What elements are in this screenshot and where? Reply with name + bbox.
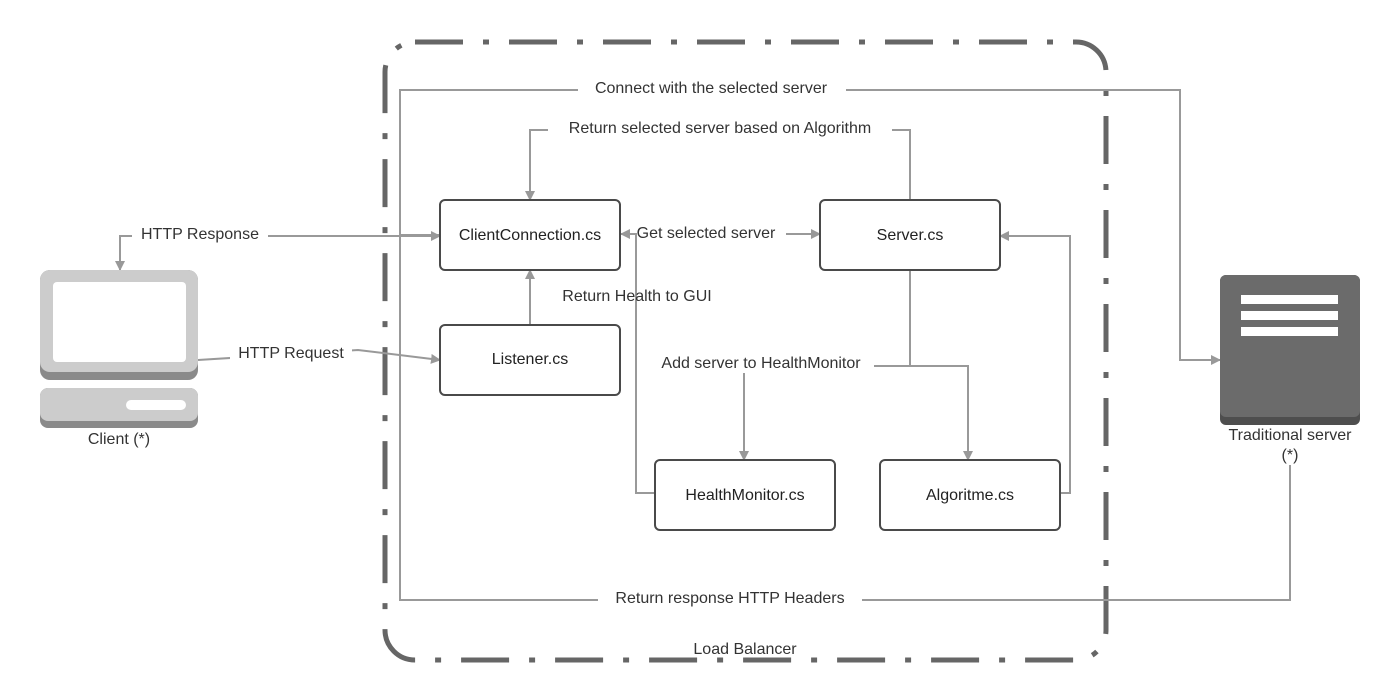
client-computer[interactable]: Client (*) <box>40 270 198 448</box>
edge-label-bg <box>230 342 352 362</box>
edge-label-http-request: HTTP Request <box>238 345 344 362</box>
node-listener[interactable]: Listener.cs <box>439 324 621 396</box>
traditional-server[interactable]: Traditional server (*) <box>1220 275 1360 464</box>
node-server[interactable]: Server.cs <box>819 199 1001 271</box>
edge-algoritme-to-server <box>999 231 1071 494</box>
node-healthmonitor[interactable]: HealthMonitor.cs <box>654 459 836 531</box>
edge-label-return-selected: Return selected server based on Algorith… <box>569 120 871 137</box>
client-label: Client (*) <box>88 431 150 448</box>
server-icon <box>1220 275 1360 425</box>
load-balancer-label: Load Balancer <box>693 641 797 658</box>
load-balancer-container <box>382 39 1109 663</box>
edge-return-health <box>620 229 655 494</box>
edge-label-http-response: HTTP Response <box>141 226 259 243</box>
edge-label-bg <box>578 78 846 98</box>
edge-label-connect-selected: Connect with the selected server <box>595 80 828 97</box>
computer-icon <box>40 270 198 428</box>
edge-label-add-server: Add server to HealthMonitor <box>661 355 861 372</box>
node-algoritme[interactable]: Algoritme.cs <box>879 459 1061 531</box>
edge-label-bg <box>598 588 862 608</box>
edge-http-response <box>115 235 440 271</box>
node-label: Server.cs <box>877 227 944 244</box>
traditional-server-label: Traditional server <box>1228 427 1352 444</box>
node-clientconnection[interactable]: ClientConnection.cs <box>439 199 621 271</box>
edge-label-return-health: Return Health to GUI <box>562 288 711 305</box>
edge-label-get-selected: Get selected server <box>637 225 776 242</box>
node-label: Listener.cs <box>492 351 568 368</box>
edge-label-bg <box>628 222 786 242</box>
edge-server-to-algoritme <box>910 365 973 461</box>
edge-return-selected-server <box>525 129 911 201</box>
node-label: HealthMonitor.cs <box>685 487 804 504</box>
edge-label-bg <box>132 224 268 244</box>
traditional-server-label-line2: (*) <box>1282 447 1299 464</box>
node-label: Algoritme.cs <box>926 487 1014 504</box>
edge-return-headers <box>399 231 1291 601</box>
edge-label-bg <box>648 353 874 373</box>
edge-label-return-headers: Return response HTTP Headers <box>615 590 844 607</box>
edge-label-bg <box>548 118 892 138</box>
node-label: ClientConnection.cs <box>459 227 601 244</box>
